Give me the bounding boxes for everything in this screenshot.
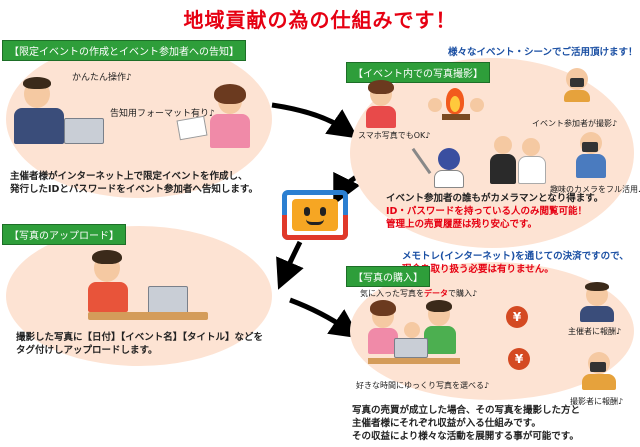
announce-tag: 【限定イベントの作成とイベント参加者への告知】 — [2, 40, 246, 61]
wedding-couple-illustration — [490, 134, 546, 186]
photographer-man-illustration — [572, 130, 608, 180]
bubble-easy-operation: かんたん操作♪ — [72, 73, 132, 83]
caption-hobby-camera: 趣味のカメラをフル活用♪ — [550, 185, 640, 194]
shooting-body-line2: ID・パスワードを持っている人のみ閲覧可能！ — [386, 206, 587, 217]
phone-girl-illustration — [364, 80, 404, 130]
photographer-child-illustration — [560, 66, 594, 102]
purchase-body-line1: 写真の売買が成立した場合、その写真を撮影した方と — [352, 405, 581, 416]
purchase-body-line3: その収益により様々な活動を展開する事が可能です。 — [352, 431, 579, 442]
purchase-body-line2: 主催者様にそれぞれ収益が入る仕組みです。 — [352, 418, 541, 429]
kendo-illustration — [411, 146, 470, 190]
campfire-illustration — [428, 84, 484, 128]
organizer-illustration — [14, 76, 104, 156]
caption-buy-data: 気に入った写真をデータで購入♪ — [360, 288, 477, 299]
caption-choose-anytime: 好きな時間にゆっくり写真を選べる♪ — [356, 381, 490, 390]
purchase-header-line1: メモトレ(インターネット)を通じての決済ですので、 — [402, 251, 629, 262]
photographer-reward-illustration — [580, 350, 620, 390]
caption-reward-photographer: 撮影者に報酬♪ — [570, 397, 624, 406]
caption-participants-shoot: イベント参加者が撮影♪ — [532, 119, 618, 128]
upload-user-illustration — [88, 250, 208, 330]
shooting-tag: 【イベント内での写真撮影】 — [346, 62, 490, 83]
purchase-tag: 【写真の購入】 — [346, 266, 430, 287]
page-title: 地域貢献の為の仕組みです！ — [183, 8, 457, 32]
arrow-to-upload — [276, 240, 304, 290]
upload-body-line2: タグ付けしアップロードします。 — [16, 345, 158, 356]
yen-coin-photographer-icon: ¥ — [508, 348, 530, 370]
arrow-to-shooting — [271, 102, 359, 139]
bubble-announce-format: 告知用フォーマット有り♪ — [110, 109, 215, 119]
caption-phone-ok: スマホ写真でもOK♪ — [358, 131, 431, 140]
caption-buy-data-word: データ — [424, 289, 448, 298]
arrow-to-purchase — [289, 297, 361, 339]
upload-body-line1: 撮影した写真に【日付】【イベント名】【タイトル】などを — [16, 332, 264, 343]
yen-coin-host-icon: ¥ — [506, 306, 528, 328]
announce-body-line2: 発行したIDとパスワードをイベント参加者へ告知します。 — [10, 184, 258, 195]
memotore-mascot-icon — [282, 190, 348, 240]
caption-buy-pre: 気に入った写真を — [360, 289, 424, 298]
host-man-illustration — [578, 282, 618, 322]
upload-background — [6, 226, 272, 366]
participant-woman-illustration — [204, 84, 260, 154]
purchase-header-line2: 現金を取り扱う必要は有りません。 — [402, 264, 554, 275]
caption-reward-host: 主催者に報酬♪ — [568, 327, 622, 336]
shooting-body-line3: 管理上の売買履歴は残り安心です。 — [386, 219, 538, 230]
upload-tag: 【写真のアップロード】 — [2, 224, 126, 245]
announce-body-line1: 主催者様がインターネット上で限定イベントを作成し、 — [10, 171, 248, 182]
family-buyer-illustration — [368, 300, 460, 370]
shooting-header: 様々なイベント・シーンでご活用頂けます！ — [448, 47, 638, 58]
caption-buy-post: で購入♪ — [448, 289, 478, 298]
shooting-body-line1: イベント参加者の誰もがカメラマンとなり得ます。 — [386, 193, 604, 204]
